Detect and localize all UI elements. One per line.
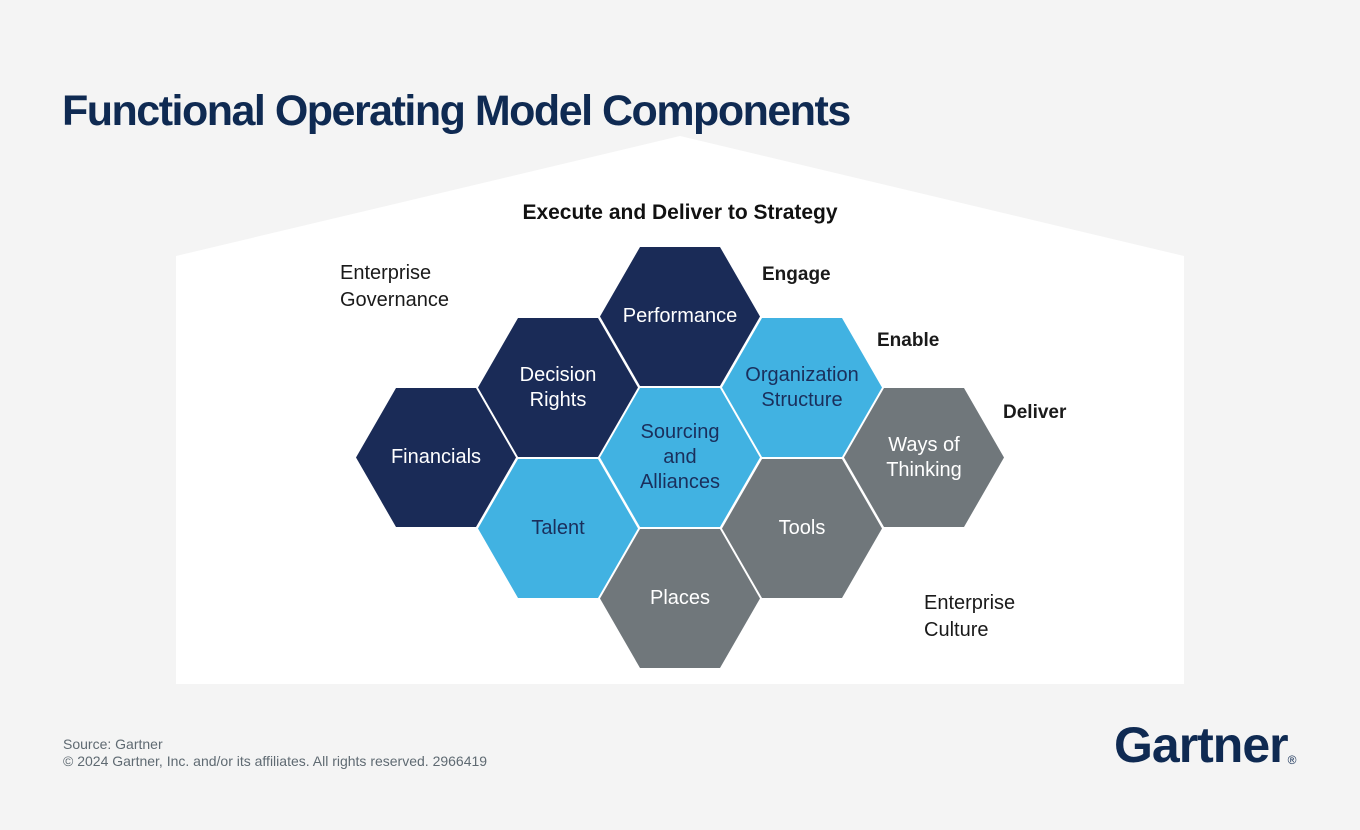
hexagon-organization-structure: Organization Structure bbox=[722, 318, 882, 457]
hexagon-performance: Performance bbox=[600, 247, 760, 386]
registered-trademark-icon: ® bbox=[1287, 753, 1297, 767]
hexagon-ways-of-thinking: Ways of Thinking bbox=[844, 388, 1004, 527]
hexagon-label: Performance bbox=[622, 305, 738, 327]
label-enterprise-culture: Enterprise Culture bbox=[924, 592, 1016, 641]
hexagon-label: Talent bbox=[531, 517, 585, 539]
gartner-logo-text: Gartner bbox=[1114, 717, 1289, 773]
hexagon-places: Places bbox=[600, 529, 760, 668]
hexagon-label: Tools bbox=[778, 517, 826, 539]
hexagon-tools: Tools bbox=[722, 459, 882, 598]
strategy-heading: Execute and Deliver to Strategy bbox=[522, 201, 838, 224]
footer-source: Source: Gartner bbox=[63, 736, 163, 752]
label-enterprise-governance: Enterprise Governance bbox=[340, 262, 449, 311]
hexagon-label: Sourcing and Alliances bbox=[639, 421, 721, 493]
label-enable: Enable bbox=[877, 330, 940, 351]
hexagon-sourcing-and-alliances: Sourcing and Alliances bbox=[600, 388, 760, 527]
footer-copyright: © 2024 Gartner, Inc. and/or its affiliat… bbox=[63, 753, 488, 769]
label-deliver: Deliver bbox=[1003, 402, 1067, 423]
gartner-logo: Gartner® bbox=[1114, 716, 1296, 774]
label-engage: Engage bbox=[762, 264, 831, 285]
hexagon-label: Organization Structure bbox=[745, 363, 859, 411]
hexagon-label: Ways of Thinking bbox=[886, 433, 962, 481]
footer: Source: Gartner © 2024 Gartner, Inc. and… bbox=[63, 736, 487, 770]
hexagon-label: Places bbox=[649, 587, 711, 609]
hexagon-label: Financials bbox=[390, 446, 482, 468]
hexagon-label: Decision Rights bbox=[519, 363, 597, 411]
page-title: Functional Operating Model Components bbox=[62, 86, 851, 135]
